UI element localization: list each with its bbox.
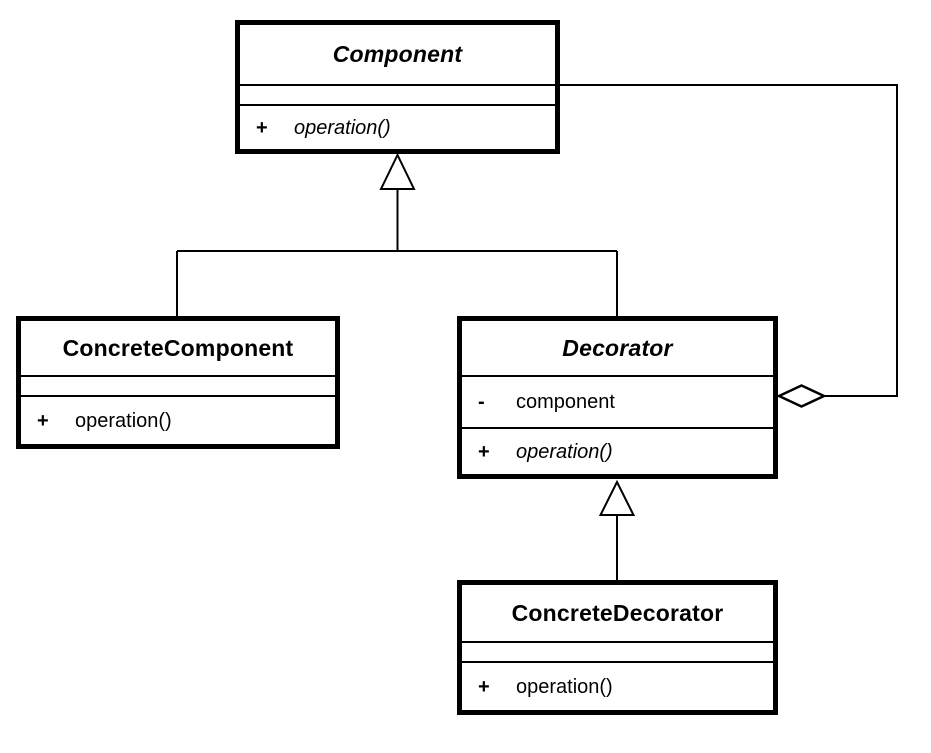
operation-name: operation() (75, 409, 172, 432)
operation-row: + operation() (462, 677, 773, 697)
operations-compartment: + operation() (462, 429, 773, 474)
visibility-sign: + (256, 116, 268, 139)
visibility-sign: - (478, 391, 485, 413)
aggregation-diamond-icon (776, 384, 827, 408)
class-title: Decorator (462, 321, 773, 377)
operations-compartment: + operation() (462, 663, 773, 710)
operation-name: operation() (516, 675, 613, 698)
visibility-sign: + (478, 440, 490, 463)
aggregation-decorator-component (560, 84, 898, 408)
visibility-sign: + (478, 675, 490, 698)
generalization-arrowhead-icon (379, 152, 416, 190)
attributes-compartment (462, 643, 773, 663)
operations-compartment: + operation() (240, 106, 555, 149)
aggregation-line (560, 84, 898, 397)
class-box-decorator: Decorator - component + operation() (457, 316, 778, 479)
attribute-name: component (516, 391, 615, 413)
operation-name: operation() (294, 116, 391, 139)
attributes-compartment: - component (462, 377, 773, 429)
class-box-concrete-component: ConcreteComponent + operation() (16, 316, 340, 449)
generalization-to-decorator (598, 479, 636, 580)
operation-row: + operation() (21, 411, 335, 431)
visibility-sign: + (37, 409, 49, 432)
class-box-concrete-decorator: ConcreteDecorator + operation() (457, 580, 778, 715)
generalization-arrowhead-icon (598, 479, 636, 516)
attribute-row: - component (462, 392, 773, 412)
operation-name: operation() (516, 440, 613, 463)
generalization-line (176, 189, 618, 316)
operation-row: + operation() (462, 442, 773, 462)
operation-row: + operation() (240, 118, 555, 138)
attributes-compartment (240, 86, 555, 106)
class-box-component: Component + operation() (235, 20, 560, 154)
class-title: Component (240, 25, 555, 86)
class-title: ConcreteComponent (21, 321, 335, 377)
class-title: ConcreteDecorator (462, 585, 773, 643)
attributes-compartment (21, 377, 335, 397)
generalization-to-component (176, 152, 618, 316)
operations-compartment: + operation() (21, 397, 335, 444)
